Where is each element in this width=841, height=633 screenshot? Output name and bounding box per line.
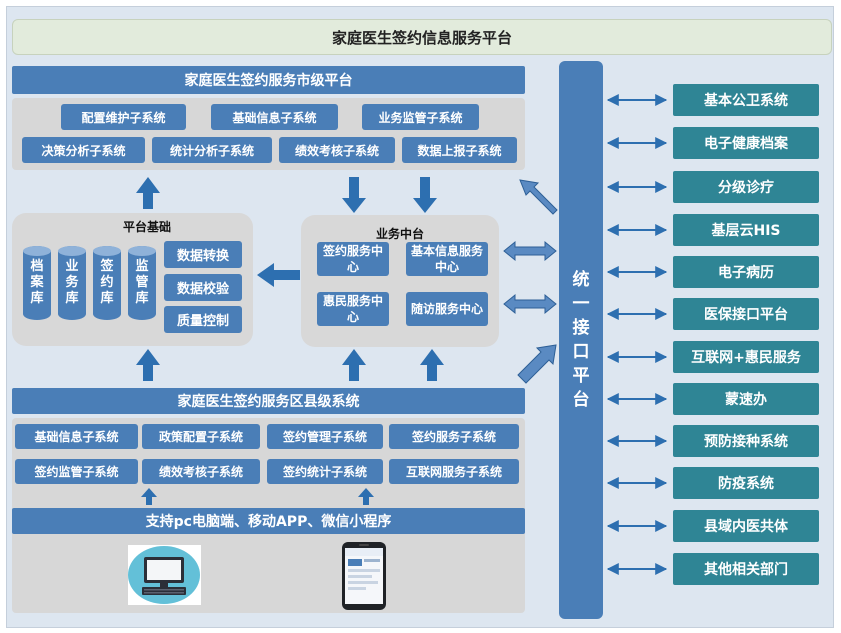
- unified-interface-platform: 统一接口平台: [559, 61, 603, 619]
- arrow-down-city-to-center-1: [342, 177, 366, 213]
- county-subsystem-signing-service: 签约服务子系统: [389, 424, 519, 449]
- followup-service-center: 随访服务中心: [406, 292, 488, 326]
- arrow-diagonal-interface-to-city: [519, 179, 558, 215]
- county-subsystem-policy: 政策配置子系统: [142, 424, 260, 449]
- system-county-medical-community: 县域内医共体: [673, 510, 819, 542]
- system-other-departments: 其他相关部门: [673, 553, 819, 585]
- county-subsystem-internet: 互联网服务子系统: [389, 459, 519, 484]
- arrow-up-support-1: [141, 488, 157, 505]
- page-title: 家庭医生签约信息服务平台: [12, 19, 832, 55]
- city-subsystem-statistics: 统计分析子系统: [152, 137, 272, 163]
- platform-base-title: 平台基础: [122, 220, 171, 234]
- city-platform-header: 家庭医生签约服务市级平台: [12, 66, 525, 94]
- system-public-health: 基本公卫系统: [673, 84, 819, 116]
- supervision-db-cylinder: 监管库: [128, 246, 156, 320]
- signing-service-center: 签约服务中心: [317, 242, 389, 276]
- arrow-bidir-center-to-interface-1: [503, 240, 557, 262]
- benefit-service-center: 惠民服务中心: [317, 292, 389, 326]
- tool-quality-control: 质量控制: [164, 306, 242, 333]
- arrow-up-base-to-city: [136, 177, 160, 209]
- archive-db-cylinder: 档案库: [23, 246, 51, 320]
- tool-data-validation: 数据校验: [164, 274, 242, 301]
- support-platforms-bar: 支持pc电脑端、移动APP、微信小程序: [12, 508, 525, 534]
- system-cloud-his: 基层云HIS: [673, 214, 819, 246]
- city-subsystem-basic-info: 基础信息子系统: [211, 104, 338, 130]
- city-subsystem-performance: 绩效考核子系统: [279, 137, 395, 163]
- system-mengsuban: 蒙速办: [673, 383, 819, 415]
- county-subsystem-signing-mgmt: 签约管理子系统: [267, 424, 383, 449]
- signing-db-cylinder: 签约库: [93, 246, 121, 320]
- business-db-cylinder: 业务库: [58, 246, 86, 320]
- city-subsystem-decision: 决策分析子系统: [22, 137, 145, 163]
- basic-info-service-center: 基本信息服务中心: [406, 242, 488, 276]
- arrow-left-center-to-base: [257, 263, 300, 287]
- system-emr: 电子病历: [673, 256, 819, 288]
- pc-computer-icon: [128, 545, 201, 605]
- mobile-phone-icon: [342, 542, 386, 610]
- arrow-up-support-2: [358, 488, 374, 505]
- county-subsystem-signing-supervision: 签约监管子系统: [15, 459, 138, 484]
- arrow-diagonal-county-to-interface: [517, 344, 557, 384]
- tool-data-conversion: 数据转换: [164, 241, 242, 268]
- arrow-up-county-to-center-2: [420, 349, 444, 381]
- system-internet-benefit: 互联网+惠民服务: [673, 341, 819, 373]
- arrow-bidir-center-to-interface-2: [503, 293, 557, 315]
- county-subsystem-performance: 绩效考核子系统: [142, 459, 260, 484]
- business-center-title: 业务中台: [375, 227, 424, 241]
- county-subsystem-basic-info: 基础信息子系统: [15, 424, 138, 449]
- county-subsystem-signing-stats: 签约统计子系统: [267, 459, 383, 484]
- system-vaccination: 预防接种系统: [673, 425, 819, 457]
- system-epidemic-prevention: 防疫系统: [673, 467, 819, 499]
- city-subsystem-config: 配置维护子系统: [61, 104, 186, 130]
- county-system-header: 家庭医生签约服务区县级系统: [12, 388, 525, 414]
- arrow-down-city-to-center-2: [413, 177, 437, 213]
- system-health-records: 电子健康档案: [673, 127, 819, 159]
- arrow-up-county-to-base: [136, 349, 160, 381]
- system-insurance-interface: 医保接口平台: [673, 298, 819, 330]
- arrow-up-county-to-center-1: [342, 349, 366, 381]
- system-tiered-diagnosis: 分级诊疗: [673, 171, 819, 203]
- city-subsystem-supervision: 业务监管子系统: [362, 104, 479, 130]
- city-subsystem-reporting: 数据上报子系统: [402, 137, 517, 163]
